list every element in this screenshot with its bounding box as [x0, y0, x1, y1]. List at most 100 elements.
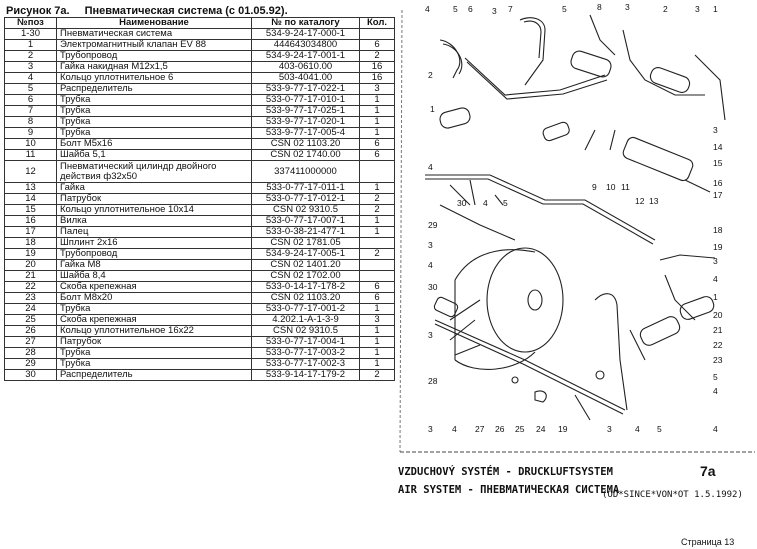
cell-pos: 1-30 — [4, 28, 57, 40]
cell-qty: 1 — [359, 94, 395, 106]
cell-name: Трубка — [56, 358, 252, 370]
cell-pos: 5 — [4, 83, 57, 95]
diagram-callout: 30 — [457, 198, 467, 208]
diagram-callout: 4 — [635, 424, 640, 434]
diagram-callout: 23 — [713, 355, 723, 365]
figure-title: Пневматическая система (с 01.05.92). — [84, 5, 288, 17]
cell-pos: 18 — [4, 237, 57, 249]
parts-table: №поз Наименование № по каталогу Кол. 1-3… — [4, 17, 395, 381]
cell-qty: 1 — [359, 358, 395, 370]
cell-pos: 11 — [4, 149, 57, 161]
cell-name: Гайка — [56, 182, 252, 194]
diagram-callout: 29 — [428, 220, 438, 230]
diagram-callout: 19 — [713, 242, 723, 252]
cell-pos: 20 — [4, 259, 57, 271]
cell-qty: 6 — [359, 138, 395, 150]
diagram-callout: 14 — [713, 142, 723, 152]
cell-name: Болт М5х16 — [56, 138, 252, 150]
cell-catalog: 534-9-24-17-000-1 — [251, 28, 360, 40]
cell-catalog: 533-0-38-21-477-1 — [251, 226, 360, 238]
diagram-figure-number: 7a — [700, 463, 716, 479]
diagram-callout: 5 — [713, 372, 718, 382]
cell-qty: 3 — [359, 314, 395, 326]
cell-qty: 6 — [359, 281, 395, 293]
diagram-callout: 25 — [515, 424, 525, 434]
cell-name: Скоба крепежная — [56, 314, 252, 326]
cell-pos: 1 — [4, 39, 57, 51]
cell-name: Шплинт 2х16 — [56, 237, 252, 249]
cell-catalog: CSN 02 1781.05 — [251, 237, 360, 249]
cell-qty: 16 — [359, 61, 395, 73]
cell-catalog: 533-0-77-17-011-1 — [251, 182, 360, 194]
cell-qty: 2 — [359, 204, 395, 216]
diagram-callout: 4 — [713, 274, 718, 284]
cell-name: Трубопровод — [56, 50, 252, 62]
cell-qty: 6 — [359, 39, 395, 51]
diagram-callout: 1 — [713, 292, 718, 302]
diagram-callout: 10 — [606, 182, 616, 192]
cell-pos: 17 — [4, 226, 57, 238]
diagram-callout: 3 — [428, 424, 433, 434]
diagram-callout: 3 — [607, 424, 612, 434]
cell-name: Трубка — [56, 347, 252, 359]
cell-pos: 14 — [4, 193, 57, 205]
cell-qty: 2 — [359, 193, 395, 205]
cell-pos: 4 — [4, 72, 57, 84]
diagram-callout: 4 — [452, 424, 457, 434]
cell-catalog: 4.202.1-A-1-3-9 — [251, 314, 360, 326]
cell-pos: 27 — [4, 336, 57, 348]
cell-pos: 22 — [4, 281, 57, 293]
cell-catalog: 503-4041.00 — [251, 72, 360, 84]
cell-qty: 6 — [359, 149, 395, 161]
cell-name: Гайка накидная М12х1,5 — [56, 61, 252, 73]
diagram-callout: 20 — [713, 310, 723, 320]
diagram-callout: 4 — [425, 4, 430, 14]
cell-catalog: 533-0-77-17-012-1 — [251, 193, 360, 205]
cell-qty: 16 — [359, 72, 395, 84]
diagram-callout: 3 — [492, 6, 497, 16]
cell-qty: 1 — [359, 303, 395, 315]
cell-catalog: 533-0-77-17-010-1 — [251, 94, 360, 106]
cell-pos: 16 — [4, 215, 57, 227]
diagram-callout: 1 — [713, 4, 718, 14]
diagram-callout: 3 — [428, 330, 433, 340]
diagram-callout: 26 — [495, 424, 505, 434]
cell-qty: 1 — [359, 127, 395, 139]
diagram-callout: 24 — [536, 424, 546, 434]
col-header-pos: №поз — [4, 17, 57, 29]
cell-qty: 3 — [359, 83, 395, 95]
cell-name: Патрубок — [56, 336, 252, 348]
cell-qty — [359, 259, 395, 271]
cell-qty: 1 — [359, 325, 395, 337]
diagram-callout: 4 — [713, 424, 718, 434]
cell-catalog: 534-9-24-17-005-1 — [251, 248, 360, 260]
diagram-callout: 15 — [713, 158, 723, 168]
cell-name: Распределитель — [56, 83, 252, 95]
diagram-callout: 8 — [597, 2, 602, 12]
cell-catalog: 533-0-77-17-003-2 — [251, 347, 360, 359]
diagram-callout: 5 — [562, 4, 567, 14]
cell-name: Трубопровод — [56, 248, 252, 260]
diagram-callout: 21 — [713, 325, 723, 335]
caption-line-1: VZDUCHOVÝ SYSTÉM - DRUCKLUFTSYSTEM — [398, 466, 613, 478]
diagram-callout: 1 — [430, 104, 435, 114]
cell-pos: 2 — [4, 50, 57, 62]
cell-name: Трубка — [56, 116, 252, 128]
cell-name: Кольцо уплотнительное 6 — [56, 72, 252, 84]
diagram-callout: 4 — [483, 198, 488, 208]
cell-qty: 2 — [359, 248, 395, 260]
col-header-name: Наименование — [56, 17, 252, 29]
